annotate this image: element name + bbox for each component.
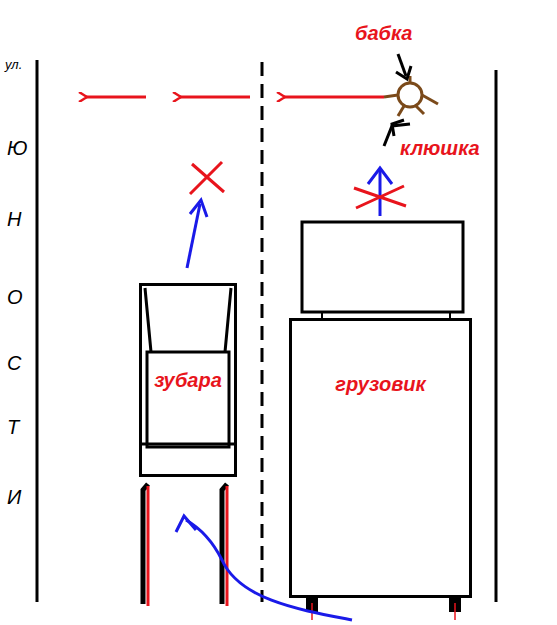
blocked-arrow bbox=[187, 204, 200, 268]
road-edge bbox=[495, 70, 498, 602]
center-line bbox=[261, 62, 264, 602]
truck-box: грузовик bbox=[289, 318, 472, 598]
car-box: зубара bbox=[139, 283, 237, 477]
street-letter: О bbox=[7, 286, 23, 308]
street-letter: Т bbox=[7, 416, 19, 438]
pedestrian-figure bbox=[384, 76, 438, 116]
street-letter: С bbox=[7, 352, 21, 374]
blocked-arrow bbox=[379, 170, 382, 216]
street-letter: Н bbox=[7, 208, 21, 230]
vehicle-label: зубара bbox=[154, 369, 222, 391]
vehicle-label: грузовик bbox=[335, 373, 425, 395]
cross-mark bbox=[354, 186, 406, 208]
cross-mark bbox=[190, 162, 224, 194]
cane-label: клюшка bbox=[400, 137, 480, 159]
road-edge bbox=[36, 60, 39, 602]
pedestrian-label: бабка bbox=[355, 22, 412, 44]
path-arrow bbox=[284, 96, 384, 99]
path-arrow bbox=[86, 96, 146, 99]
street-letter: Ю bbox=[7, 137, 27, 159]
path-arrow bbox=[180, 96, 250, 99]
street-letter: И bbox=[7, 486, 21, 508]
street-label: ул. bbox=[5, 58, 22, 72]
truck-cab bbox=[302, 222, 463, 312]
